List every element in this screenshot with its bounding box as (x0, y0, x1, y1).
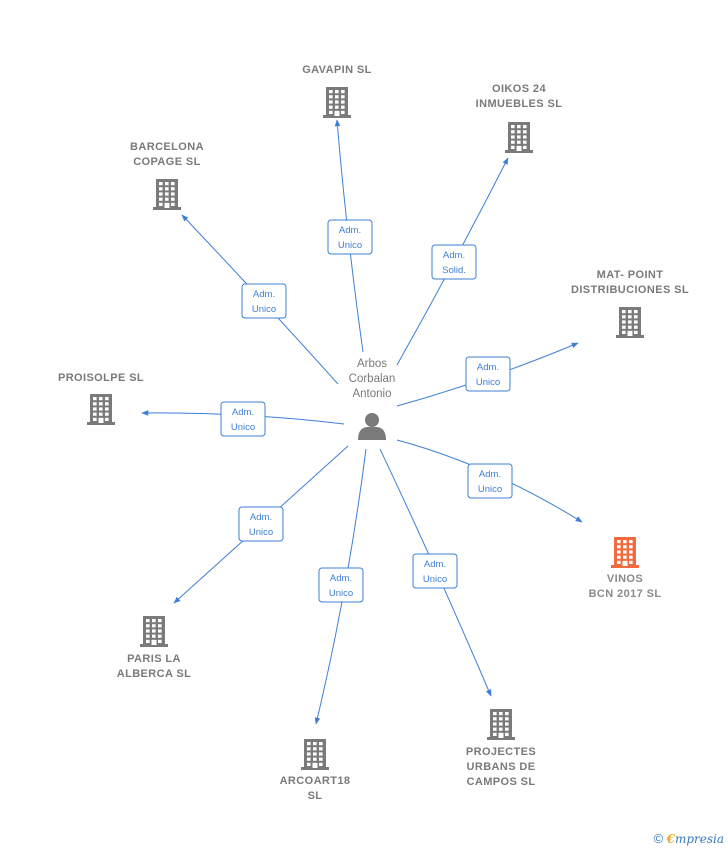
company-label[interactable]: VINOS (607, 573, 643, 585)
edge-paris[interactable]: Adm. Unico (173, 445, 349, 604)
footer-brand[interactable]: © €mpresia (654, 831, 724, 846)
company-label[interactable]: GAVAPIN SL (302, 64, 372, 76)
company-node-projectes[interactable]: PROJECTES URBANS DE CAMPOS SL (466, 709, 536, 788)
company-node-matpoint[interactable]: MAT- POINT DISTRIBUCIONES SL (571, 269, 689, 338)
edge-label-text: Adm. (424, 559, 446, 570)
building-icon (153, 179, 181, 210)
company-node-gavapin[interactable]: GAVAPIN SL (302, 64, 372, 118)
company-label[interactable]: OIKOS 24 (492, 83, 546, 95)
company-label[interactable]: MAT- POINT (597, 269, 664, 281)
building-icon (611, 537, 639, 568)
building-icon (140, 616, 168, 647)
empresia-logo: €mpresia (666, 832, 724, 846)
building-icon (323, 87, 351, 118)
edge-label-text: Unico (423, 574, 447, 585)
edge-label-box (465, 356, 511, 392)
edge-label-text: Unico (252, 304, 276, 315)
edge-label-box (241, 283, 287, 319)
company-label[interactable]: BARCELONA (130, 141, 204, 153)
company-label[interactable]: ARCOART18 (280, 775, 351, 787)
edge-label-box (467, 463, 513, 499)
edge-label-text: Unico (329, 588, 353, 599)
company-label[interactable]: DISTRIBUCIONES SL (571, 284, 689, 296)
edge-projectes[interactable]: Adm. Unico (379, 448, 492, 697)
edge-oikos[interactable]: Adm. Solid. (396, 157, 509, 366)
company-label[interactable]: PROJECTES (466, 746, 536, 758)
company-node-vinos[interactable]: VINOS BCN 2017 SL (589, 537, 662, 600)
edge-label-box (412, 553, 458, 589)
person-icon (358, 413, 386, 440)
building-icon (505, 122, 533, 153)
person-label[interactable]: Corbalan (349, 373, 396, 385)
edge-label-box (238, 506, 284, 542)
copyright-symbol: © (653, 831, 664, 846)
edge-label-text: Adm. (339, 225, 361, 236)
company-label[interactable]: URBANS DE (467, 761, 536, 773)
edge-vinos[interactable]: Adm. Unico (396, 439, 583, 523)
company-label[interactable]: ALBERCA SL (117, 668, 191, 680)
company-label[interactable]: SL (308, 790, 323, 802)
company-label[interactable]: INMUEBLES SL (476, 98, 563, 110)
building-icon (301, 739, 329, 770)
edge-label-text: Adm. (250, 512, 272, 523)
building-icon (87, 394, 115, 425)
edge-label-text: Adm. (232, 407, 254, 418)
edge-label-text: Adm. (477, 362, 499, 373)
building-icon (487, 709, 515, 740)
edge-label-text: Unico (476, 377, 500, 388)
edge-barcelona[interactable]: Adm. Unico (181, 214, 339, 385)
person-label[interactable]: Arbos (357, 358, 387, 370)
company-label[interactable]: PROISOLPE SL (58, 372, 144, 384)
company-label[interactable]: CAMPOS SL (467, 776, 536, 788)
edge-arcoart[interactable]: Adm. Unico (314, 448, 367, 725)
edge-matpoint[interactable]: Adm. Unico (396, 342, 579, 407)
company-node-oikos[interactable]: OIKOS 24 INMUEBLES SL (476, 83, 563, 153)
building-icon (616, 307, 644, 338)
edge-label-text: Adm. (443, 250, 465, 261)
company-label[interactable]: BCN 2017 SL (589, 588, 662, 600)
edge-label-text: Unico (338, 240, 362, 251)
edge-gavapin[interactable]: Adm. Unico (327, 119, 373, 353)
company-node-proisolpe[interactable]: PROISOLPE SL (58, 372, 144, 425)
company-node-barcelona[interactable]: BARCELONA COPAGE SL (130, 141, 204, 210)
company-node-paris[interactable]: PARIS LA ALBERCA SL (117, 616, 191, 680)
edge-label-text: Adm. (330, 573, 352, 584)
edge-label-box (318, 567, 364, 603)
company-label[interactable]: COPAGE SL (133, 156, 201, 168)
edge-label-text: Solid. (442, 265, 466, 276)
edge-label-text: Unico (249, 527, 273, 538)
edge-label-box (220, 401, 266, 437)
edge-label-text: Unico (231, 422, 255, 433)
edge-proisolpe[interactable]: Adm. Unico (141, 401, 345, 437)
edge-label-box (431, 244, 477, 280)
edge-label-text: Adm. (479, 469, 501, 480)
edge-label-text: Unico (478, 484, 502, 495)
edge-label-text: Adm. (253, 289, 275, 300)
person-label[interactable]: Antonio (352, 388, 391, 400)
edge-label-box (327, 219, 373, 255)
company-label[interactable]: PARIS LA (127, 653, 181, 665)
